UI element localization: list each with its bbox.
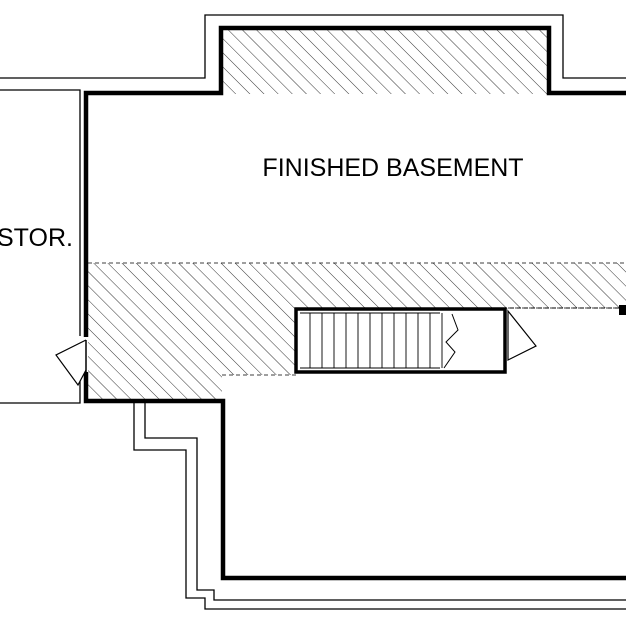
stair-treads xyxy=(309,313,443,368)
storage-door-swing xyxy=(55,339,87,387)
hatched-band xyxy=(88,263,626,400)
stair-break-line xyxy=(443,313,459,369)
hatched-bay-top xyxy=(222,28,547,94)
outer-wall-bottom-outer xyxy=(133,403,626,610)
wall-end-marker xyxy=(619,305,626,315)
stair-door-swing xyxy=(507,309,537,361)
room-label-storage: STOR. xyxy=(0,224,73,252)
main-wall xyxy=(83,25,626,337)
outer-wall-bottom-inner xyxy=(144,403,626,601)
main-wall-lower xyxy=(83,372,626,581)
outer-wall-top-left xyxy=(0,14,626,79)
room-label-finished-basement: FINISHED BASEMENT xyxy=(262,154,523,182)
stair-outline xyxy=(294,307,507,374)
